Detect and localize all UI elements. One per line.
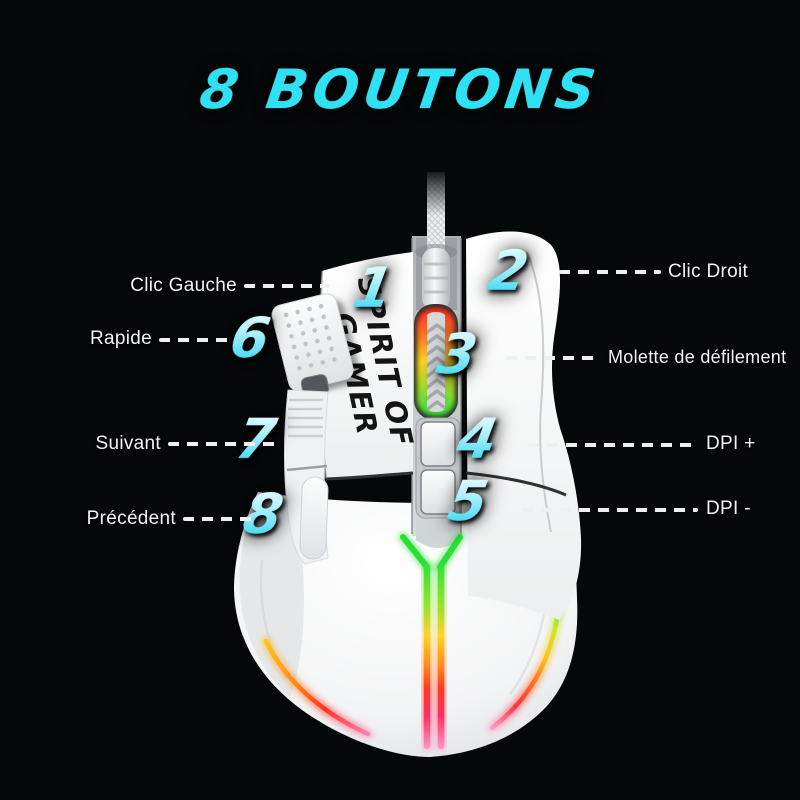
callout-label-dpi-minus: DPI -: [706, 498, 751, 519]
dpi-minus-button: [420, 469, 456, 515]
back-button: [299, 476, 329, 560]
mouse-cable: [415, 168, 457, 310]
dpi-plus-button: [420, 421, 456, 467]
dpi-button-cluster: [415, 417, 461, 519]
callout-label-clic-gauche: Clic Gauche: [130, 275, 237, 296]
rgb-center-strips: [398, 532, 465, 752]
right-button-seam: [465, 471, 567, 497]
callout-line-precedent: [183, 517, 259, 521]
callout-label-clic-droit: Clic Droit: [668, 261, 749, 282]
callout-line-suivant: [168, 442, 280, 446]
wheel-chevron-texture: [422, 312, 450, 412]
callout-line-rapide: [159, 338, 234, 342]
right-click-button: [465, 231, 582, 620]
callout-line-molette: [506, 356, 601, 360]
callout-line-dpi-minus: [522, 508, 698, 512]
side-buttons: [283, 389, 329, 565]
callout-label-precedent: Précédent: [86, 508, 176, 529]
callout-line-dpi-plus: [528, 443, 698, 447]
callout-label-molette: Molette de défilement: [608, 347, 787, 367]
callout-label-dpi-plus: DPI +: [706, 433, 756, 454]
sniper-rapid-button: [271, 293, 361, 398]
left-button-seam: [325, 471, 414, 481]
callout-line-clic-gauche: [244, 284, 330, 288]
callout-label-suivant: Suivant: [95, 433, 161, 454]
sniper-dot-texture: [283, 303, 337, 371]
page-title: 8 BOUTONS: [196, 58, 605, 121]
scroll-wheel: [414, 304, 458, 420]
callout-line-clic-droit: [559, 270, 661, 274]
thumb-rest-wing: [239, 496, 304, 698]
callout-label-rapide: Rapide: [89, 328, 152, 349]
